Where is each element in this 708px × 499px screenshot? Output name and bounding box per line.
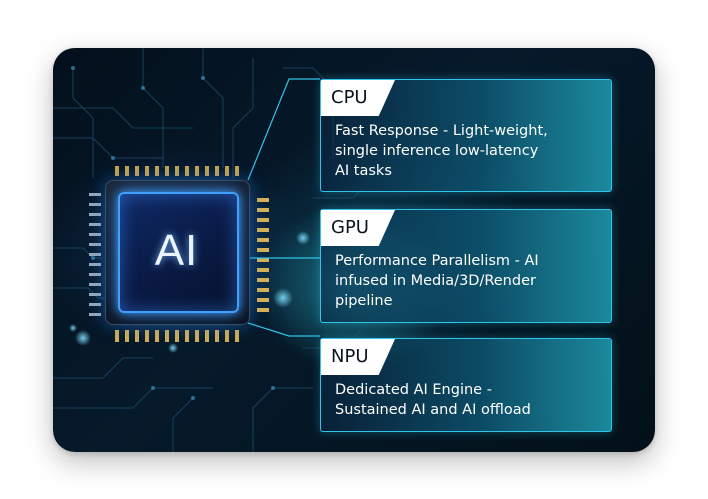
gpu-title: GPU — [331, 217, 369, 238]
gpu-description-line: infused in Media/3D/Render — [335, 273, 536, 289]
gpu-description: Performance Parallelism - AI infused in … — [335, 251, 603, 311]
cpu-description-line: single inference low-latency — [335, 143, 539, 159]
npu-info-panel: NPU Dedicated AI Engine - Sustained AI a… — [320, 338, 612, 432]
processor-chip-die — [118, 192, 239, 313]
npu-description-line: Dedicated AI Engine - — [335, 382, 492, 398]
pin-row-bottom — [115, 330, 239, 342]
pin-row-top — [115, 166, 239, 176]
chip-ai-label: AI — [154, 225, 199, 275]
gpu-description-line: pipeline — [335, 293, 393, 309]
pin-row-right — [257, 198, 269, 312]
gpu-description-line: Performance Parallelism - AI — [335, 253, 539, 269]
cpu-description-line: Fast Response - Light-weight, — [335, 123, 548, 139]
circuit-dots — [71, 66, 275, 400]
cpu-title: CPU — [331, 87, 368, 108]
pin-row-left — [89, 193, 101, 316]
circuit-board-graphic — [53, 48, 364, 452]
connector-lines — [247, 78, 320, 337]
gpu-info-panel: GPU Performance Parallelism - AI infused… — [320, 209, 612, 323]
npu-title: NPU — [331, 346, 369, 367]
cpu-info-panel: CPU Fast Response - Light-weight, single… — [320, 79, 612, 192]
cpu-description-line: AI tasks — [335, 163, 392, 179]
npu-description-line: Sustained AI and AI offload — [335, 402, 531, 418]
npu-description: Dedicated AI Engine - Sustained AI and A… — [335, 380, 603, 420]
cpu-description: Fast Response - Light-weight, single inf… — [335, 121, 603, 181]
